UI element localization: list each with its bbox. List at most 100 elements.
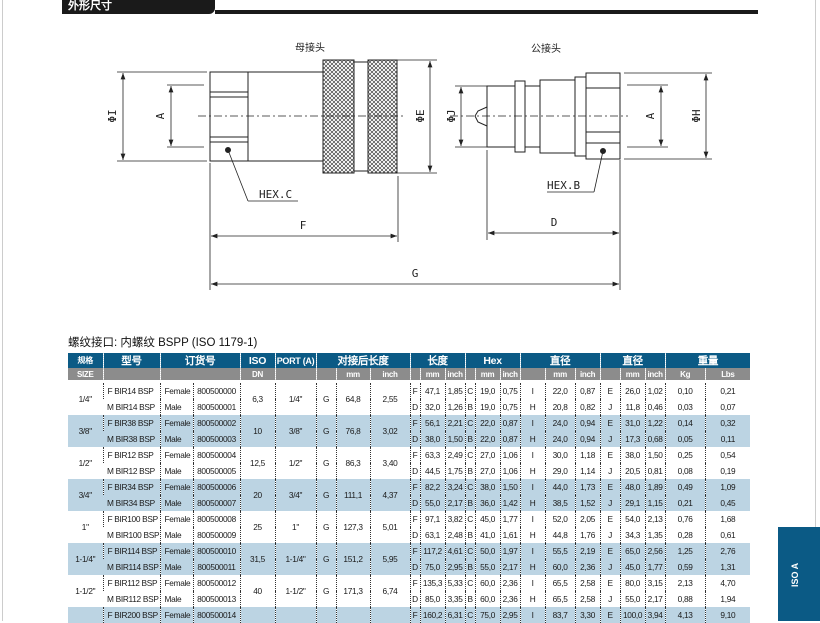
cell-length-mm: 97,1 xyxy=(419,511,446,527)
col-blank xyxy=(274,368,317,380)
cell-diameter2-inch: 0,81 xyxy=(644,463,666,479)
cell-type: Female xyxy=(159,607,193,623)
cell-diameter2-letter: E xyxy=(599,383,621,399)
col-dn: DN xyxy=(239,368,276,380)
female-coupler xyxy=(209,59,398,174)
cell-model: M BIR34 BSP xyxy=(103,495,160,511)
cell-diameter1-mm: 24,0 xyxy=(544,415,576,431)
cell-diameter1-mm: 22,0 xyxy=(544,383,576,399)
cell-diameter1-letter: I xyxy=(519,479,546,495)
cell-order-number: 800500005 xyxy=(192,463,241,479)
cell-diameter2-inch: 3,94 xyxy=(644,607,666,623)
cell-length-letter: F xyxy=(409,543,421,559)
cell-length-inch: 1,75 xyxy=(444,463,466,479)
cell-weight-lbs: 0,19 xyxy=(704,463,751,479)
cell-weight-kg: 0,08 xyxy=(664,463,706,479)
dim-a-male: A xyxy=(644,112,657,119)
cell-diameter1-inch: 0,87 xyxy=(574,383,601,399)
cell-diameter2-inch: 2,56 xyxy=(644,543,666,559)
cell-diameter1-inch: 2,19 xyxy=(574,543,601,559)
cell-hex-letter: B xyxy=(464,463,476,479)
cell-model: M BIR100 BSP xyxy=(107,530,160,540)
cell-type: Female xyxy=(159,543,193,559)
cell-coupled-mm: 111,1 xyxy=(335,479,371,511)
cell-hex-mm: 60,0 xyxy=(474,575,501,591)
cell-diameter2-inch: 1,02 xyxy=(644,383,666,399)
cell-coupled-mm: 64,8 xyxy=(335,383,371,415)
col-unit-inch: inch xyxy=(444,368,466,380)
cell-order-number: 800500013 xyxy=(192,591,241,607)
col-blank xyxy=(102,368,160,380)
cell-length-mm: 85,0 xyxy=(419,591,446,607)
cell-size xyxy=(68,607,103,623)
cell-coupled-letter xyxy=(315,607,337,623)
cell-size: 1-1/4" xyxy=(68,543,103,575)
cell-type: Female xyxy=(159,479,193,495)
col-blank xyxy=(464,368,476,380)
cell-port: 3/4" xyxy=(274,479,317,511)
cell-diameter1-letter: H xyxy=(519,463,546,479)
cell-model: F BIR34 BSP xyxy=(102,479,160,495)
cell-hex-inch: 0,75 xyxy=(499,399,521,415)
cell-diameter1-mm: 38,5 xyxy=(544,495,576,511)
col-unit-inch: inch xyxy=(369,368,411,380)
dimension-drawing: 母接头 公接头 ΦI A ΦE ΦJ A ΦH HEX.C HEX.B F D … xyxy=(106,41,712,290)
cell-type: Male xyxy=(159,527,193,543)
cell-type: Male xyxy=(159,495,193,511)
cell-length-mm: 75,0 xyxy=(419,559,446,575)
cell-length-inch: 5,33 xyxy=(444,575,466,591)
cell-iso-dn: 20 xyxy=(239,479,276,511)
cell-size: 1/2" xyxy=(78,458,93,468)
cell-hex-letter: C xyxy=(464,543,476,559)
cell-order-number: 800500011 xyxy=(192,559,241,575)
cell-coupled-mm: 127,3 xyxy=(335,511,371,543)
cell-coupled-inch: 3,40 xyxy=(369,447,411,479)
cell-hex-letter: B xyxy=(464,399,476,415)
cell-hex-inch: 2,17 xyxy=(499,559,521,575)
cell-type: Male xyxy=(159,591,193,607)
cell-coupled-mm: 76,8 xyxy=(335,415,371,447)
side-tab-iso-a[interactable]: ISO A xyxy=(778,527,820,621)
cell-diameter2-inch: 0,46 xyxy=(644,399,666,415)
cell-length-inch: 1,50 xyxy=(444,431,466,447)
col-size: 规格 xyxy=(68,353,103,368)
cell-length-inch: 3,82 xyxy=(444,511,466,527)
col-blank xyxy=(409,368,421,380)
cell-diameter2-letter: J xyxy=(599,399,621,415)
cell-diameter2-inch: 1,50 xyxy=(644,447,666,463)
col-port: PORT (A) xyxy=(274,353,317,368)
cell-model: F BIR114 BSP xyxy=(102,543,160,559)
cell-hex-letter: C xyxy=(464,415,476,431)
col-unit-inch: inch xyxy=(574,368,601,380)
cell-type: Female xyxy=(159,447,193,463)
col-blank xyxy=(159,368,241,380)
cell-weight-lbs: 0,21 xyxy=(704,383,751,399)
cell-diameter2-mm: 45,0 xyxy=(619,559,646,575)
cell-port xyxy=(274,607,317,623)
cell-coupled-letter: G xyxy=(315,575,337,607)
cell-diameter2-letter: E xyxy=(599,575,621,591)
cell-diameter1-letter: H xyxy=(519,591,546,607)
cell-hex-mm: 22,0 xyxy=(474,431,501,447)
cell-type: Male xyxy=(159,463,193,479)
cell-hex-letter: C xyxy=(464,575,476,591)
cell-coupled-inch xyxy=(369,607,411,623)
cell-length-letter: D xyxy=(409,559,421,575)
cell-weight-kg: 0,05 xyxy=(664,431,706,447)
cell-hex-inch: 0,75 xyxy=(499,383,521,399)
cell-order-number: 800500008 xyxy=(192,511,241,527)
cell-type: Female xyxy=(159,383,193,399)
cell-weight-kg: 0,25 xyxy=(664,447,706,463)
cell-diameter1-letter: I xyxy=(519,607,546,623)
cell-diameter2-mm: 48,0 xyxy=(619,479,646,495)
cell-type: Female xyxy=(159,415,193,431)
cell-diameter2-mm: 65,0 xyxy=(619,543,646,559)
cell-coupled-inch: 2,55 xyxy=(369,383,411,415)
cell-diameter1-letter: I xyxy=(519,543,546,559)
cell-hex-letter: C xyxy=(464,607,476,623)
